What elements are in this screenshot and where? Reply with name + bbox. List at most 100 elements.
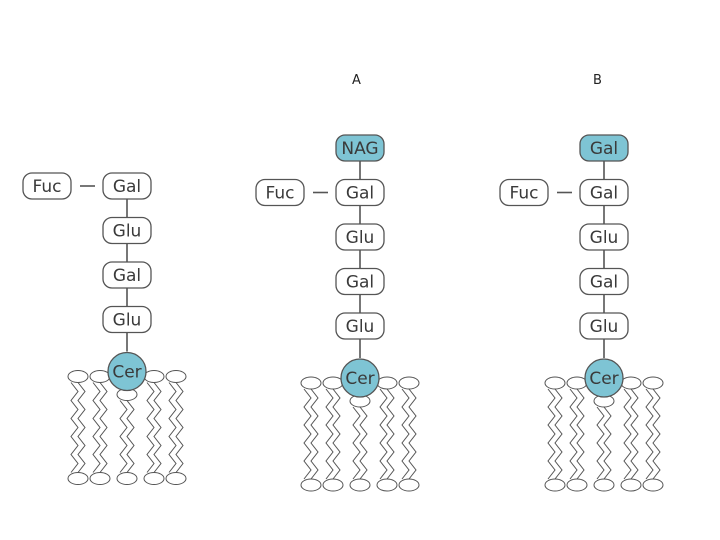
membrane-type-b-lipid-1 bbox=[566, 376, 588, 492]
membrane-type-a-lipid-3-tail-1 bbox=[408, 388, 417, 480]
chain-sugar-2-label: Gal bbox=[346, 273, 374, 293]
membrane-type-h-lipid-2-head-bottom bbox=[143, 472, 165, 485]
ceramide-label: Cer bbox=[345, 369, 374, 389]
membrane-type-b-lipid-0-head-top bbox=[544, 376, 566, 390]
membrane-type-a-lipid-0-head-top bbox=[300, 376, 322, 390]
fucose-branch-label: Fuc bbox=[510, 184, 539, 204]
membrane-type-b-lipid-0-head-bottom bbox=[544, 478, 566, 492]
membrane-type-h-lipid-0-tail-0 bbox=[70, 382, 79, 473]
membrane-type-h-ceramide-tails-head-bottom bbox=[116, 472, 138, 485]
chain-sugar-3-label: Glu bbox=[113, 311, 142, 331]
membrane-type-b-lipid-1-tail-0 bbox=[569, 388, 578, 480]
membrane-type-h-lipid-1-head-top bbox=[89, 370, 111, 383]
membrane-type-h-lipid-2 bbox=[143, 370, 165, 485]
membrane-type-b-lipid-3-tail-0 bbox=[645, 388, 654, 480]
chain-sugar-2-label: Gal bbox=[590, 273, 618, 293]
membrane-type-a-lipid-2-tail-1 bbox=[386, 388, 395, 480]
membrane-type-h-lipid-0-head-bottom bbox=[67, 472, 89, 485]
membrane-type-a-lipid-0-tail-0 bbox=[303, 388, 312, 480]
membrane-type-h-lipid-1-tail-1 bbox=[99, 382, 108, 473]
membrane-type-h-lipid-1-tail-0 bbox=[92, 382, 101, 473]
fucose-branch-box bbox=[22, 172, 72, 200]
chain-sugar-1-label: Glu bbox=[590, 228, 619, 248]
membrane-type-b-lipid-0 bbox=[544, 376, 566, 492]
membrane-type-b-lipid-2-head-top bbox=[620, 376, 642, 390]
membrane-type-h-lipid-2-head-top bbox=[143, 370, 165, 383]
membrane-type-a-lipid-2-head-bottom bbox=[376, 478, 398, 492]
membrane-type-b-lipid-2-tail-0 bbox=[623, 388, 632, 480]
membrane-type-h-lipid-1-head-bottom bbox=[89, 472, 111, 485]
fucose-branch-box bbox=[499, 178, 549, 207]
membrane-type-b-lipid-1-head-top bbox=[566, 376, 588, 390]
membrane-type-a-lipid-0-head-bottom bbox=[300, 478, 322, 492]
membrane-type-b-lipid-0-tail-1 bbox=[554, 388, 563, 480]
chain-sugar-1-box bbox=[579, 223, 629, 251]
membrane-type-a-ceramide-tails bbox=[349, 394, 371, 492]
membrane-type-b-lipid-1-head-bottom bbox=[566, 478, 588, 492]
membrane-type-b-lipid-3 bbox=[642, 376, 664, 492]
membrane-type-h-lipid-0 bbox=[67, 370, 89, 485]
membrane-type-b bbox=[544, 376, 664, 492]
label-a: A bbox=[352, 73, 361, 88]
membrane-type-h-lipid-1 bbox=[89, 370, 111, 485]
membrane-type-b-lipid-0-tail-0 bbox=[547, 388, 556, 480]
chain-sugar-1-box bbox=[335, 223, 385, 251]
membrane-type-a-ceramide-tails-tail-0 bbox=[352, 406, 361, 480]
chain-sugar-0-label: Gal bbox=[113, 177, 141, 197]
fucose-branch-label: Fuc bbox=[266, 184, 295, 204]
membrane-type-a-lipid-2-tail-0 bbox=[379, 388, 388, 480]
membrane-type-a-ceramide-tails-tail-1 bbox=[359, 406, 368, 480]
terminal-sugar-box bbox=[579, 134, 629, 162]
membrane-type-a-lipid-3-head-bottom bbox=[398, 478, 420, 492]
membrane-type-h-lipid-3-tail-1 bbox=[175, 382, 184, 473]
ceramide-label: Cer bbox=[112, 363, 141, 383]
label-b: B bbox=[593, 73, 602, 88]
ceramide-label: Cer bbox=[589, 369, 618, 389]
membrane-type-a-ceramide-tails-head-bottom bbox=[349, 478, 371, 492]
membrane-type-h-lipid-3-head-bottom bbox=[165, 472, 187, 485]
chain-sugar-3-box bbox=[102, 305, 152, 334]
membrane-type-b-lipid-2-head-bottom bbox=[620, 478, 642, 492]
membrane-type-a-lipid-0-tail-1 bbox=[310, 388, 319, 480]
chain-sugar-3-label: Glu bbox=[346, 317, 375, 337]
membrane-type-b-lipid-3-head-bottom bbox=[642, 478, 664, 492]
chain-sugar-0-box bbox=[102, 172, 152, 200]
membrane-type-h-lipid-3 bbox=[165, 370, 187, 485]
chain-sugar-2-box bbox=[102, 261, 152, 289]
chain-sugar-2-box bbox=[335, 267, 385, 296]
terminal-sugar-label: NAG bbox=[341, 139, 378, 159]
chain-sugar-0-box bbox=[335, 178, 385, 207]
membrane-type-a-lipid-3-head-top bbox=[398, 376, 420, 390]
membrane-type-b-ceramide-tails-tail-1 bbox=[603, 406, 612, 480]
fucose-branch-label: Fuc bbox=[33, 177, 62, 197]
membrane-type-h-lipid-3-tail-0 bbox=[168, 382, 177, 473]
terminal-sugar-label: Gal bbox=[590, 139, 618, 159]
membrane-type-a-lipid-2 bbox=[376, 376, 398, 492]
membrane-type-b-ceramide-tails-tail-0 bbox=[596, 406, 605, 480]
chain-sugar-3-box bbox=[335, 312, 385, 340]
membrane-type-a-lipid-1-head-top bbox=[322, 376, 344, 390]
membrane-type-h-ceramide-tails-tail-1 bbox=[126, 400, 135, 473]
membrane-type-a-lipid-2-head-top bbox=[376, 376, 398, 390]
membrane-type-h-lipid-2-tail-1 bbox=[153, 382, 162, 473]
membrane-type-a bbox=[300, 376, 420, 492]
membrane-type-a-lipid-3 bbox=[398, 376, 420, 492]
chain-sugar-0-label: Gal bbox=[346, 184, 374, 204]
chain-sugar-0-label: Gal bbox=[590, 184, 618, 204]
membrane-type-a-lipid-1-tail-1 bbox=[332, 388, 341, 480]
membrane-type-h-lipid-0-tail-1 bbox=[77, 382, 86, 473]
fucose-branch-box bbox=[255, 178, 305, 207]
chain-sugar-0-box bbox=[579, 178, 629, 207]
membrane-type-a-lipid-1 bbox=[322, 376, 344, 492]
membrane-type-b-ceramide-tails-head-bottom bbox=[593, 478, 615, 492]
chain-sugar-1-label: Glu bbox=[346, 228, 375, 248]
membrane-type-a-lipid-1-head-bottom bbox=[322, 478, 344, 492]
ceramide-anchor bbox=[340, 358, 380, 398]
membrane-type-a-lipid-0 bbox=[300, 376, 322, 492]
membrane-type-b-lipid-2 bbox=[620, 376, 642, 492]
